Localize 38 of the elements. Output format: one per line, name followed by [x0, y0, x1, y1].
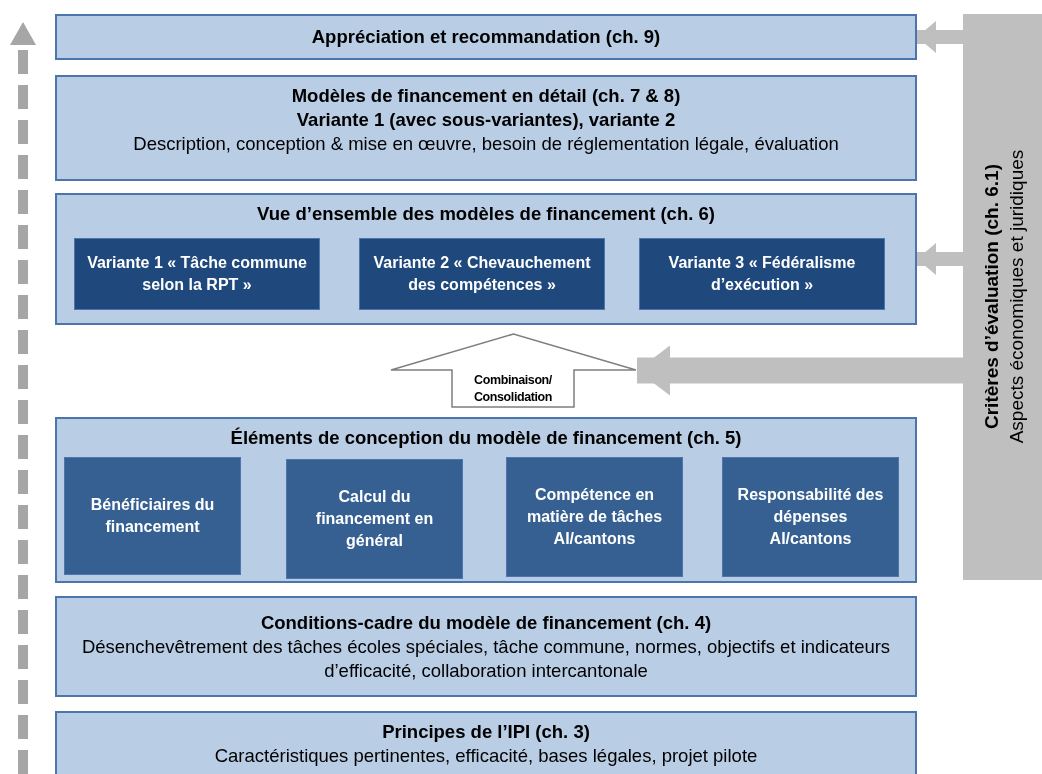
box-label: Variante 2 « Chevauchement des compétences » [372, 253, 592, 295]
section-box [55, 417, 917, 583]
section-description: Désenchevêtrement des tâches écoles spéciales, tâche commune, normes, objectifs et indicateurs d’efficacité, collaboration intercantonale [80, 634, 892, 683]
box-label: Responsabilité des dépenses AI/cantons [736, 485, 885, 549]
arrow [917, 21, 963, 53]
section-heading: Variante 1 (avec sous-variantes), variante 2 [295, 108, 677, 132]
criteria-heading: Critères d’évaluation (ch. 6.1) [979, 164, 1003, 429]
design-element-box [64, 457, 241, 575]
section-heading: Appréciation et recommandation (ch. 9) [310, 25, 662, 49]
section-heading: Principes de l’IPI (ch. 3) [381, 720, 591, 744]
arrow [637, 345, 963, 396]
box-label: Variante 3 « Fédéralisme d’exécution » [667, 253, 857, 295]
block-up-arrow [390, 333, 637, 408]
section-heading: Éléments de conception du modèle de financement (ch. 5) [229, 426, 743, 450]
section-heading: Conditions-cadre du modèle de financement (ch. 4) [259, 610, 713, 635]
variant-box [639, 238, 885, 310]
section-heading: Vue d’ensemble des modèles de financement (ch. 6) [256, 202, 716, 226]
design-element-box [506, 457, 683, 577]
section-box [55, 711, 917, 774]
section-box [55, 596, 917, 697]
box-label: Compétence en matière de tâches AI/cantons [525, 485, 664, 549]
section-description: Caractéristiques pertinentes, efficacité, bases légales, projet pilote [213, 744, 759, 768]
arrow-label: Combinaison/ Consolidation [472, 372, 554, 406]
section-box [55, 193, 917, 325]
section-box [55, 75, 917, 181]
design-element-box [722, 457, 899, 577]
criteria-description: Aspects économiques et juridiques [1004, 149, 1028, 444]
box-label: Bénéficiaires du financement [89, 495, 216, 537]
section-description: Description, conception & mise en œuvre, besoin de réglementation légale, évaluation [132, 132, 840, 156]
section-box [55, 14, 917, 60]
section-heading: Modèles de financement en détail (ch. 7 & 8) [290, 84, 682, 108]
arrow [917, 243, 963, 275]
box-label: Calcul du financement en général [314, 487, 435, 551]
variant-box [74, 238, 320, 310]
box-label: Variante 1 « Tâche commune selon la RPT » [86, 253, 308, 295]
criteria-bar [963, 14, 1042, 580]
design-element-box [286, 459, 463, 579]
variant-box [359, 238, 605, 310]
